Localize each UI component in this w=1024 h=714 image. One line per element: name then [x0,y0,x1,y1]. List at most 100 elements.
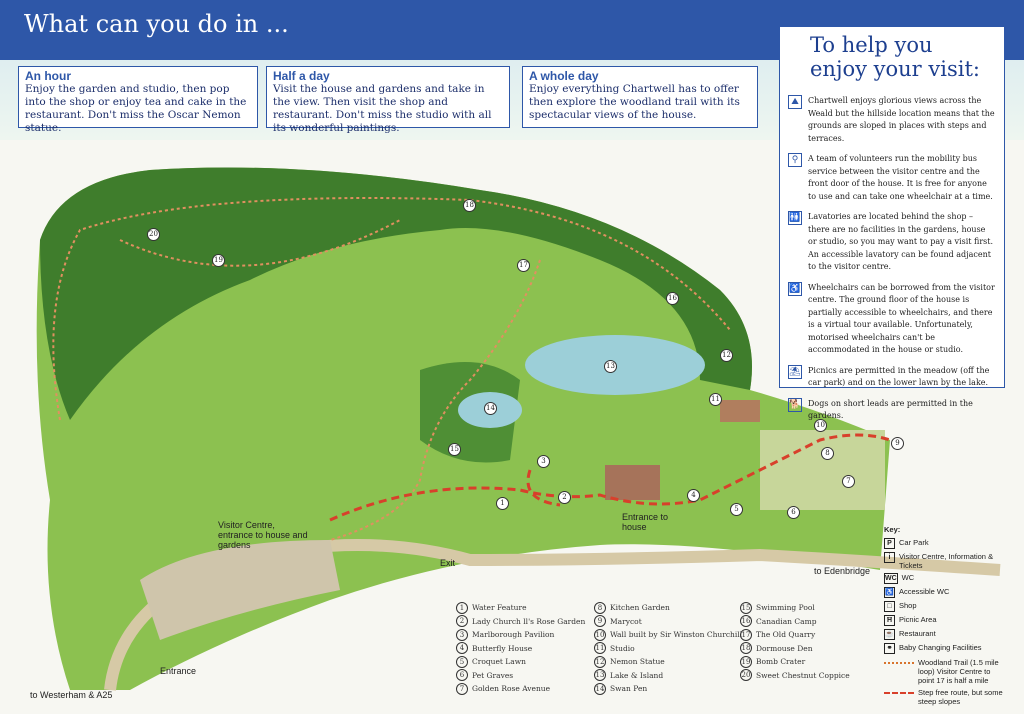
point-name: Sweet Chestnut Coppice [756,670,850,680]
step-free-swatch [884,692,914,694]
woodland-trail-swatch [884,662,914,664]
map-point-19[interactable]: 19 [212,254,225,267]
map-point-10[interactable]: 10 [814,419,827,432]
studio [720,400,760,422]
map-point-9[interactable]: 9 [891,437,904,450]
map-point-17[interactable]: 17 [517,259,530,272]
shop-icon: □ [884,601,895,612]
point-number: 20 [740,669,752,682]
map-point-7[interactable]: 7 [842,475,855,488]
info-item: 🐕 Dogs on short leads are permitted in th… [788,397,996,423]
step-free-route [329,433,891,522]
info-text: Chartwell enjoys glorious views across t… [808,96,995,143]
map-point-6[interactable]: 6 [787,506,800,519]
map-point-8[interactable]: 8 [821,447,834,460]
map-point-15[interactable]: 15 [448,443,461,456]
map-point-16[interactable]: 16 [666,292,679,305]
option-heading: An hour [25,69,71,83]
point-name: Lady Church ll's Rose Garden [472,616,586,626]
map-point-1[interactable]: 1 [496,497,509,510]
exit-label: Exit [440,558,456,568]
point-number: 12 [594,655,606,668]
map-point-14[interactable]: 14 [484,402,497,415]
map-point-3[interactable]: 3 [537,455,550,468]
wc-icon: WC [884,573,898,584]
point-name: Marycot [610,616,642,626]
info-text: Dogs on short leads are permitted in the… [808,398,973,421]
map-point-20[interactable]: 20 [147,228,160,241]
toilets-icon: 🚻 [788,211,802,225]
point-number: 11 [594,642,606,655]
option-heading: Half a day [273,69,330,83]
map-point-18[interactable]: 18 [463,199,476,212]
map-point-12[interactable]: 12 [720,349,733,362]
map-point-11[interactable]: 11 [709,393,722,406]
chartwell-house [605,465,660,500]
key-label: WC [901,573,915,582]
key-label: Restaurant [899,629,936,638]
point-name: Lake & Island [610,670,664,680]
legend-item: 11 Studio [594,642,742,656]
point-name: Water Feature [472,603,527,613]
info-text: A team of volunteers run the mobility bu… [808,154,993,201]
key-label: Car Park [899,538,929,547]
woodland [40,167,752,420]
legend-item: 13 Lake & Island [594,669,742,683]
woodland-trail [52,197,731,541]
key-label: Shop [899,601,917,610]
picnic-icon: ⛱ [788,364,802,379]
map-point-4[interactable]: 4 [687,489,700,502]
restaurant-icon: ☕ [884,629,895,640]
point-name: Canadian Camp [756,616,817,626]
legend-item: 6 Pet Graves [456,669,585,683]
point-name: Swan Pen [610,684,648,694]
point-number: 13 [594,669,606,682]
option-heading: A whole day [529,69,599,83]
legend-item: 1 Water Feature [456,601,585,615]
point-name: Croquet Lawn [472,657,527,667]
panel-title: To help you enjoy your visit: [810,33,980,81]
map-point-13[interactable]: 13 [604,360,617,373]
point-number: 5 [456,655,468,668]
info-text: Wheelchairs can be borrowed from the vis… [808,282,995,355]
car-park [140,540,340,640]
key-label: Baby Changing Facilities [899,643,982,652]
picnic-icon: Ħ [884,615,895,626]
point-name: Marlborough Pavilion [472,630,555,640]
option-text: Enjoy the garden and studio, then pop in… [25,83,247,134]
point-name: Swimming Pool [756,603,815,613]
edenbridge-label: to Edenbridge [814,566,871,576]
legend-item: 20 Sweet Chestnut Coppice [740,669,850,683]
info-item: ⛰Chartwell enjoys glorious views across … [788,95,996,145]
info-item: ♿Wheelchairs can be borrowed from the vi… [788,281,996,357]
dog-icon: 🐕 [788,397,802,412]
map-point-5[interactable]: 5 [730,503,743,516]
key-item: ♿Accessible WC [884,587,1008,598]
key-label: Picnic Area [899,615,937,624]
point-number: 1 [456,601,468,614]
baby-change-icon: ⚭ [884,643,895,654]
house-entrance-label: Entrance to house [622,512,669,532]
map-point-2[interactable]: 2 [558,491,571,504]
option-text: Visit the house and gardens and take in … [273,83,492,134]
point-name: Studio [610,643,635,653]
point-name: Pet Graves [472,670,514,680]
step-free-label: Step free route, but some steep slopes [918,688,1003,706]
point-number: 6 [456,669,468,682]
point-number: 9 [594,615,606,628]
point-number: 14 [594,682,606,695]
